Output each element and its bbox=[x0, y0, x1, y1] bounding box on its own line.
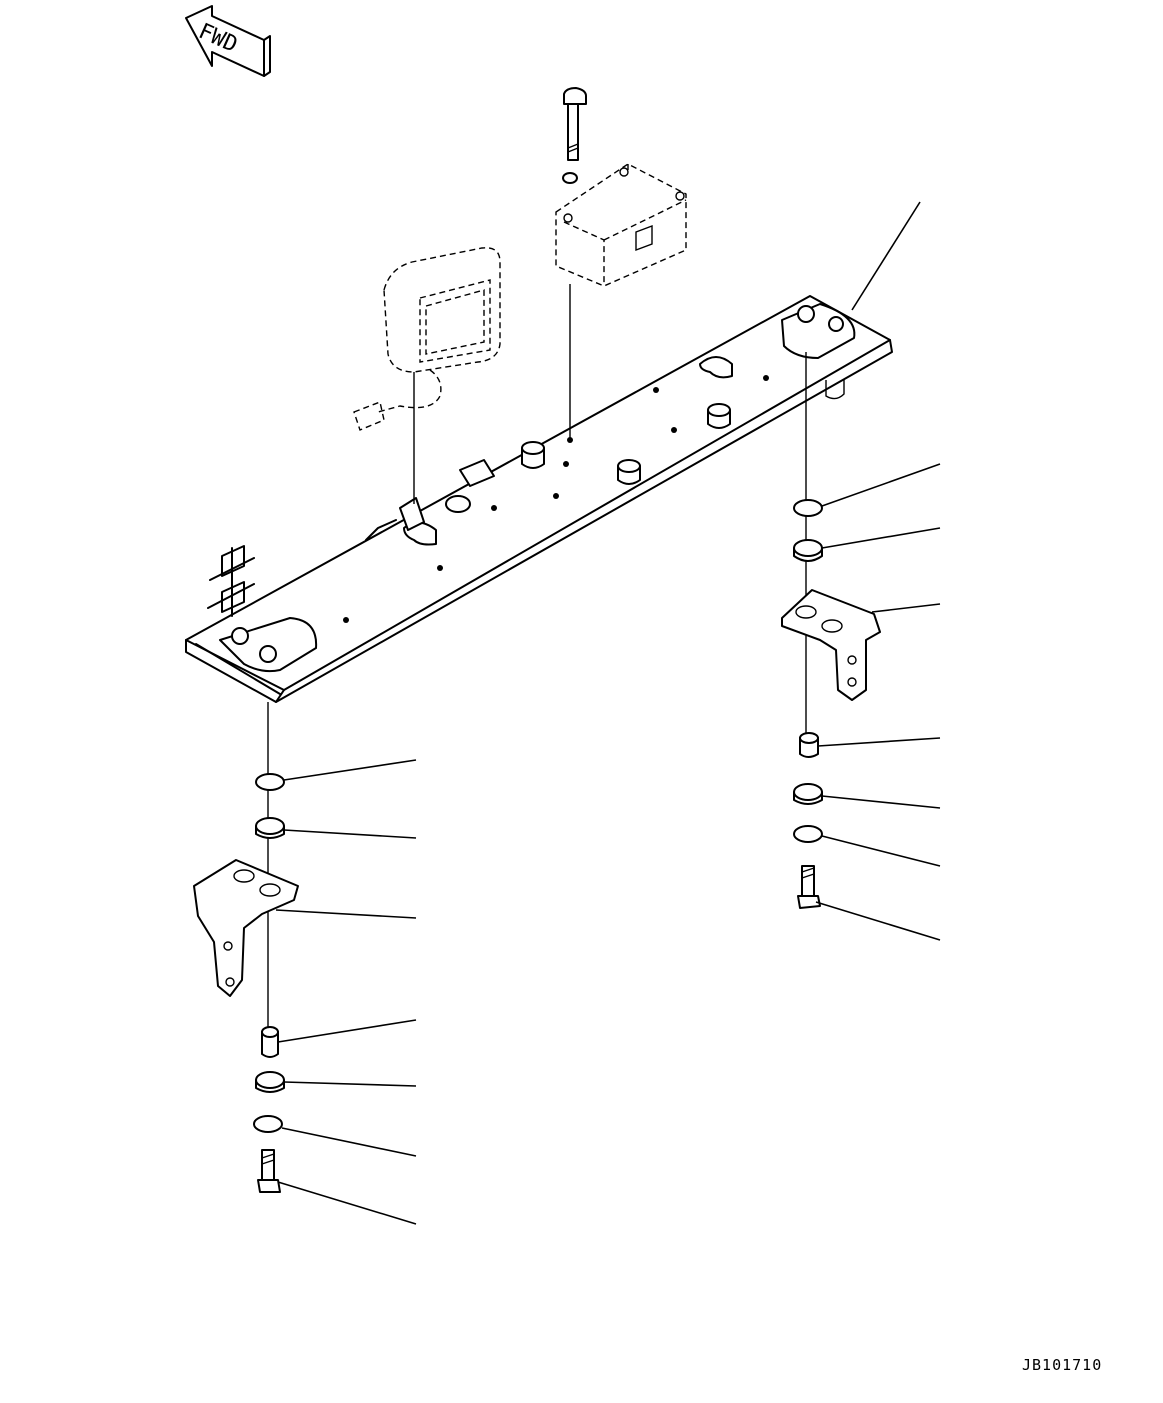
boss bbox=[521, 441, 545, 469]
right-mount-stack bbox=[781, 352, 881, 909]
leader-lines bbox=[275, 201, 941, 1225]
left-mount-stack bbox=[193, 702, 299, 1193]
rubber-washer bbox=[793, 539, 823, 557]
fwd-arrow: FWD bbox=[185, 5, 271, 77]
boss bbox=[707, 403, 731, 429]
work-lamp bbox=[353, 247, 501, 504]
washer bbox=[793, 499, 823, 517]
drawing-code: JB101710 bbox=[1022, 1356, 1103, 1374]
boss bbox=[617, 459, 641, 485]
mounting-plate bbox=[185, 295, 893, 703]
beacon-lamp bbox=[555, 87, 687, 438]
